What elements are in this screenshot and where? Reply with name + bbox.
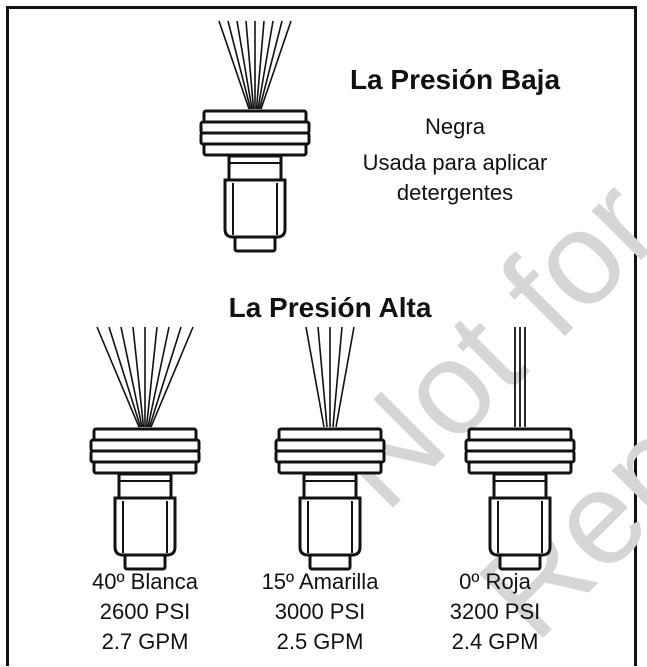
nozzle-2-gpm: 2.5 GPM [276, 629, 364, 654]
nozzle-3-cap-ring [467, 460, 573, 475]
nozzle-1-spray-line [147, 326, 170, 428]
low-pressure-nozzle-cap-ring [199, 131, 311, 146]
low-pressure-use-line1: Usada para aplicar [362, 150, 548, 175]
low-pressure-nozzle-body [223, 178, 287, 239]
nozzle-2-spray-line [332, 326, 343, 428]
nozzle-1-tip [123, 553, 167, 571]
nozzle-2-neck [302, 472, 358, 500]
nozzle-1-spray-line [132, 326, 145, 428]
low-pressure-nozzle-spray-line [227, 20, 252, 110]
nozzle-1-spray-line [108, 326, 142, 428]
low-pressure-nozzle-spray-line [255, 20, 265, 110]
low-pressure-nozzle-spray-line [258, 20, 283, 110]
nozzle-2-cap-ring [277, 460, 383, 475]
nozzle-1-gpm: 2.7 GPM [101, 629, 189, 654]
nozzle-1-angle-color: 40º Blanca [92, 569, 198, 594]
nozzle-3-cap-ring [464, 449, 576, 464]
nozzle-1-spray-line [145, 326, 158, 428]
nozzle-1-cap-ring [92, 427, 198, 442]
nozzle-2-angle-color: 15º Amarilla [261, 569, 379, 594]
nozzle-1-psi: 2600 PSI [99, 599, 191, 624]
nozzle-2-body [298, 496, 362, 557]
nozzle-3-body [488, 496, 552, 557]
high-pressure-title: La Presión Alta [228, 292, 432, 323]
nozzle-3-gpm: 2.4 GPM [451, 629, 539, 654]
low-pressure-nozzle-cap-ring [199, 120, 311, 135]
nozzle-1-cap-ring [89, 438, 201, 453]
nozzle-3-tip [498, 553, 542, 571]
nozzle-1-spray-line [120, 326, 143, 428]
nozzle-1-spray-line [150, 326, 194, 428]
low-pressure-nozzle-spray-line [260, 20, 292, 110]
nozzle-1-cap-ring [89, 449, 201, 464]
nozzle-3-psi: 3200 PSI [449, 599, 541, 624]
nozzle-3-neck [492, 472, 548, 500]
nozzle-1-body [113, 496, 177, 557]
low-pressure-nozzle-tip [233, 235, 277, 253]
low-pressure-nozzle-spray-line [245, 20, 255, 110]
nozzle-2-spray-line [335, 326, 355, 428]
nozzle-2-cap-ring [274, 449, 386, 464]
low-pressure-color: Negra [425, 114, 485, 139]
nozzle-3-cap-ring [467, 427, 573, 442]
nozzle-1-neck [117, 472, 173, 500]
nozzle-2-tip [308, 553, 352, 571]
low-pressure-nozzle-cap-ring [202, 109, 308, 124]
nozzle-2-psi: 3000 PSI [274, 599, 366, 624]
nozzle-1-spray-line [96, 326, 140, 428]
nozzle-1-spray-line [148, 326, 182, 428]
low-pressure-use-line2: detergentes [396, 180, 514, 205]
nozzle-3-angle-color: 0º Roja [459, 569, 531, 594]
diagram-frame [6, 6, 637, 666]
low-pressure-nozzle-neck [227, 154, 283, 182]
low-pressure-nozzle-spray-line [218, 20, 250, 110]
nozzle-2-cap-ring [274, 438, 386, 453]
low-pressure-nozzle-spray-line [257, 20, 274, 110]
nozzle-1-cap-ring [92, 460, 198, 475]
nozzle-3-cap-ring [464, 438, 576, 453]
nozzle-2-spray-line [317, 326, 328, 428]
nozzle-2-spray-line [305, 326, 325, 428]
low-pressure-title: La Presión Baja [349, 64, 561, 95]
nozzle-2-cap-ring [277, 427, 383, 442]
low-pressure-nozzle-cap-ring [202, 142, 308, 157]
low-pressure-nozzle-spray-line [236, 20, 253, 110]
